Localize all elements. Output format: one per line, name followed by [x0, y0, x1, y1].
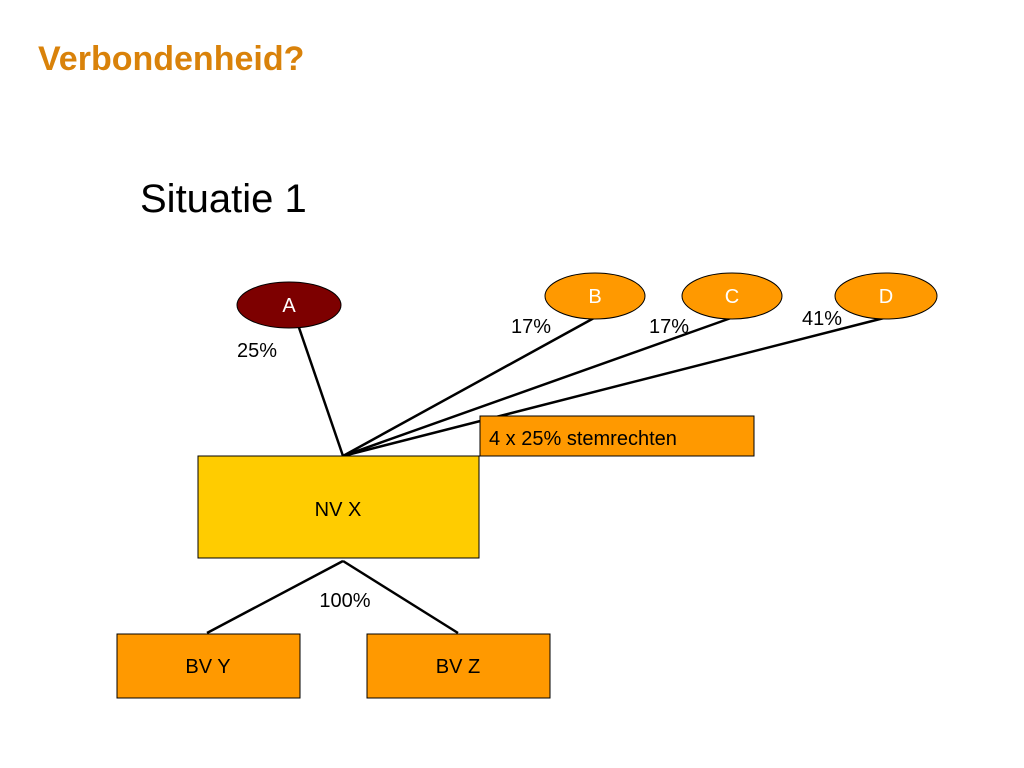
subsidiary-stake-label: 100% [319, 590, 370, 612]
shareholder-d-node [834, 272, 938, 320]
stake-d-label: 41% [802, 308, 842, 330]
subsidiary-y-label: BV Y [185, 656, 230, 678]
shareholder-b-node [544, 272, 646, 320]
shareholder-a-label: A [282, 295, 296, 317]
edge-nvx-bvy [206, 559, 344, 635]
stake-a-label: 25% [237, 340, 277, 362]
shareholder-a-node [236, 281, 342, 329]
voting-rights-box [479, 415, 755, 457]
situation-heading: Situatie 1 [140, 177, 307, 221]
shareholder-c-label: C [725, 286, 739, 308]
main-company-label: NV X [315, 499, 362, 521]
edge-d-nvx [342, 316, 885, 458]
edge-nvx-bvz [342, 559, 459, 635]
slide-title: Verbondenheid? [38, 40, 305, 78]
subsidiary-z-box [366, 633, 551, 699]
main-company-box [197, 455, 480, 559]
subsidiary-y-box [116, 633, 301, 699]
edge-a-nvx [293, 315, 345, 457]
shareholder-d-label: D [879, 286, 893, 308]
shareholder-c-node [681, 272, 783, 320]
shareholder-b-label: B [588, 286, 601, 308]
stake-b-label: 17% [511, 316, 551, 338]
voting-rights-label: 4 x 25% stemrechten [489, 428, 677, 450]
subsidiary-z-label: BV Z [436, 656, 480, 678]
stake-c-label: 17% [649, 316, 689, 338]
edge-c-nvx [342, 316, 732, 458]
edge-b-nvx [342, 316, 595, 458]
